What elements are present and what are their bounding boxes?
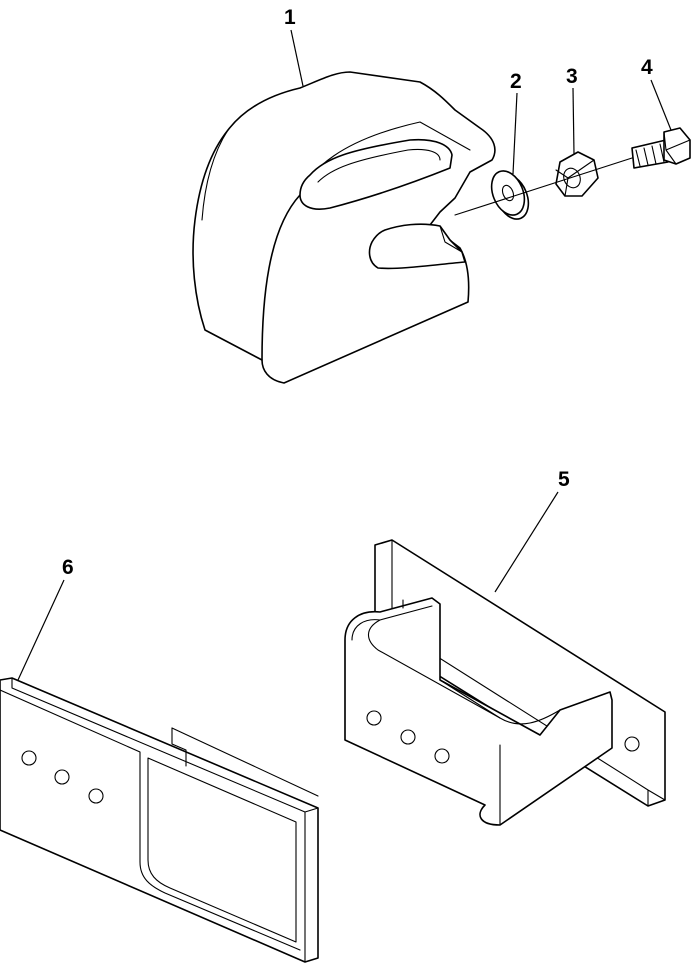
mounting-hole	[21, 750, 37, 766]
part-5-bracket	[344, 539, 666, 826]
callout-label-4: 4	[641, 56, 653, 79]
assembly-axis-line	[454, 157, 633, 216]
callout-2: 2	[510, 70, 522, 175]
part-1-suitcase-weight	[192, 71, 496, 384]
mounting-hole	[400, 729, 416, 745]
mounting-hole	[88, 788, 104, 804]
callout-label-1: 1	[284, 6, 296, 29]
callout-label-2: 2	[510, 70, 522, 93]
mounting-hole	[54, 769, 70, 785]
part-3-hex-nut	[555, 151, 599, 197]
mounting-hole	[434, 748, 450, 764]
mounting-hole	[624, 736, 640, 752]
mounting-hole	[366, 710, 382, 726]
callout-6: 6	[17, 556, 74, 681]
part-4-bolt	[631, 127, 691, 169]
part-6-plate	[0, 677, 319, 963]
callout-5: 5	[494, 468, 570, 593]
callout-1: 1	[284, 6, 304, 87]
part-2-washer	[490, 170, 530, 220]
callout-4: 4	[641, 56, 672, 131]
callout-label-5: 5	[558, 468, 570, 491]
callout-3: 3	[566, 65, 578, 155]
callout-label-3: 3	[566, 65, 578, 88]
callout-label-6: 6	[62, 556, 74, 579]
